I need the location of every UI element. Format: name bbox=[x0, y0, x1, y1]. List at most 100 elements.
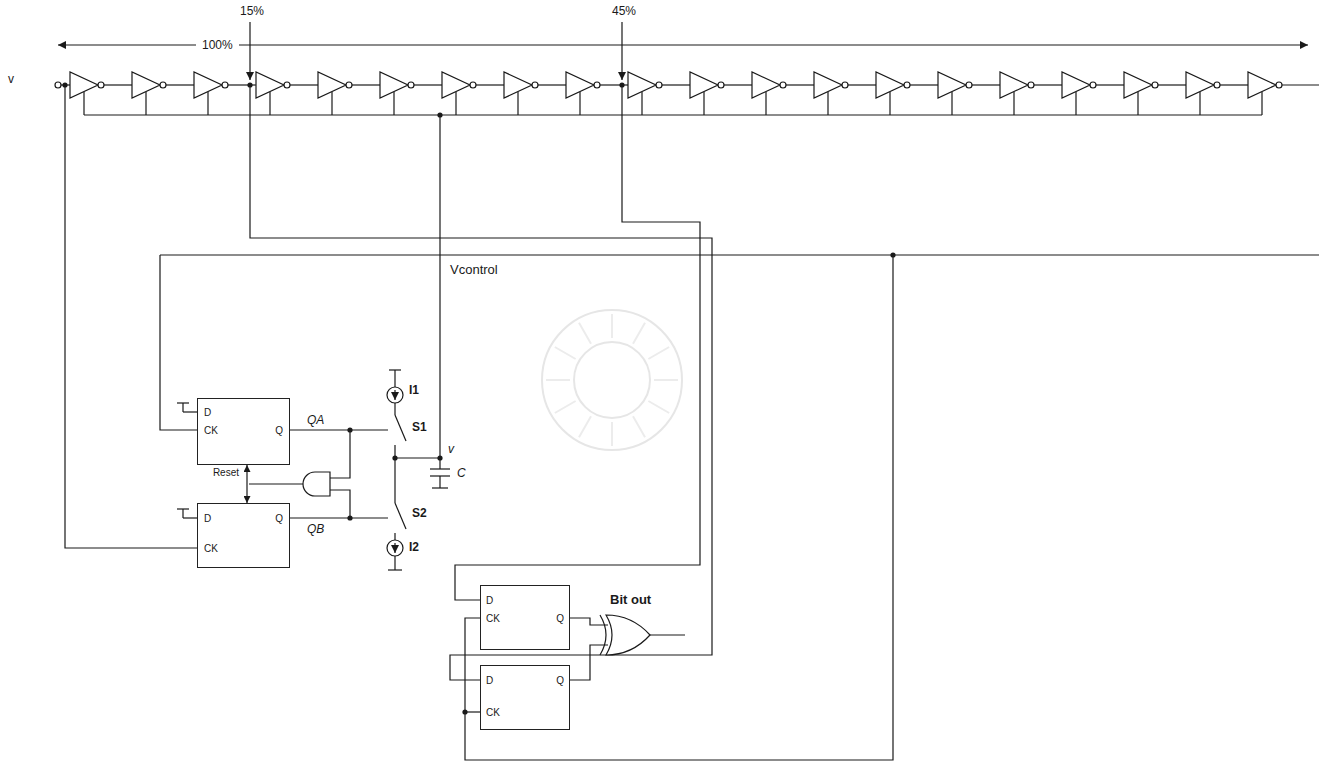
watermark bbox=[555, 347, 576, 359]
control-tick bbox=[1199, 92, 1200, 115]
signal-label: QB bbox=[305, 522, 326, 536]
signal-label: 15% bbox=[238, 4, 266, 18]
control-tick bbox=[951, 92, 952, 115]
current-arrow bbox=[394, 390, 395, 400]
inverter-bubble bbox=[1276, 82, 1282, 88]
control-tick bbox=[393, 92, 394, 115]
current-arrow bbox=[394, 543, 395, 553]
pin-label: D bbox=[486, 595, 493, 607]
pin-label: Q bbox=[275, 513, 283, 525]
wire bbox=[724, 84, 752, 85]
watermark bbox=[648, 401, 669, 413]
signal-label: 100% bbox=[196, 38, 239, 52]
inverter-bubble bbox=[1028, 82, 1034, 88]
input-terminal bbox=[55, 82, 61, 88]
xor-gate bbox=[606, 615, 650, 655]
tie-high bbox=[182, 509, 183, 518]
capacitor-plate bbox=[430, 468, 450, 469]
wire bbox=[160, 254, 1319, 255]
control-tick bbox=[83, 92, 84, 115]
wire bbox=[394, 533, 395, 540]
wire bbox=[160, 255, 197, 430]
wire bbox=[476, 84, 504, 85]
wire bbox=[249, 483, 303, 484]
control-tick bbox=[889, 92, 890, 115]
control-tick bbox=[765, 92, 766, 115]
control-tick bbox=[1137, 92, 1138, 115]
watermark bbox=[648, 347, 669, 359]
inverter-bubble bbox=[98, 82, 104, 88]
and-gate bbox=[303, 472, 330, 496]
wire bbox=[439, 476, 440, 488]
watermark bbox=[633, 323, 645, 344]
inverter-bubble bbox=[532, 82, 538, 88]
wire bbox=[104, 84, 132, 85]
junction-dot bbox=[62, 82, 67, 87]
watermark bbox=[633, 416, 645, 437]
junction-dot bbox=[462, 709, 467, 714]
control-tick bbox=[579, 92, 580, 115]
wire bbox=[1282, 84, 1319, 85]
inverter-bubble bbox=[284, 82, 290, 88]
flip-flop-box: D Q CK bbox=[480, 665, 570, 730]
wire bbox=[538, 84, 566, 85]
watermark bbox=[579, 323, 591, 344]
inverter-bubble bbox=[904, 82, 910, 88]
inverter-bubble bbox=[966, 82, 972, 88]
wire bbox=[250, 85, 712, 680]
tap-arrow bbox=[621, 22, 622, 80]
watermark bbox=[555, 401, 576, 413]
wire bbox=[465, 255, 893, 760]
control-tick bbox=[269, 92, 270, 115]
vcontrol-wire bbox=[439, 115, 440, 458]
junction-dot bbox=[890, 252, 895, 257]
inverter-bubble bbox=[842, 82, 848, 88]
watermark bbox=[579, 416, 591, 437]
reset-connector bbox=[246, 465, 247, 503]
pin-label: D bbox=[486, 675, 493, 687]
control-tick bbox=[331, 92, 332, 115]
wire bbox=[330, 490, 350, 518]
wire bbox=[166, 84, 194, 85]
pin-label: Q bbox=[556, 613, 564, 625]
watermark bbox=[546, 379, 570, 381]
wire bbox=[439, 458, 440, 469]
flip-flop-box: D CK Q bbox=[480, 585, 570, 650]
wire bbox=[848, 84, 876, 85]
wire bbox=[1096, 84, 1124, 85]
pin-label: D bbox=[204, 513, 211, 525]
signal-label: QA bbox=[305, 413, 326, 427]
control-tick bbox=[455, 92, 456, 115]
signal-label: S1 bbox=[410, 420, 429, 434]
switch-blade bbox=[395, 415, 406, 441]
control-tick bbox=[1075, 92, 1076, 115]
inverter-bubble bbox=[1152, 82, 1158, 88]
switch-blade bbox=[395, 503, 406, 529]
inverter-bubble bbox=[408, 82, 414, 88]
inverter-bubble bbox=[718, 82, 724, 88]
inverter-bubble bbox=[160, 82, 166, 88]
signal-label: S2 bbox=[410, 506, 429, 520]
inverter-bubble bbox=[780, 82, 786, 88]
xor-gate bbox=[600, 615, 606, 655]
tie-high bbox=[183, 411, 197, 412]
tie-high bbox=[177, 402, 189, 403]
junction-dot bbox=[347, 427, 352, 432]
wire bbox=[414, 84, 442, 85]
inverter-bubble bbox=[1090, 82, 1096, 88]
pin-label: CK bbox=[486, 707, 500, 719]
wire bbox=[1158, 84, 1186, 85]
watermark bbox=[654, 379, 678, 381]
inverter-bubble bbox=[222, 82, 228, 88]
wire bbox=[394, 403, 395, 415]
wire bbox=[1034, 84, 1062, 85]
pin-label: Q bbox=[556, 675, 564, 687]
wire bbox=[290, 517, 388, 518]
wire bbox=[394, 458, 395, 503]
pin-label: CK bbox=[486, 613, 500, 625]
wire bbox=[395, 445, 440, 458]
dimension-arrow bbox=[58, 44, 1308, 45]
flip-flop-box: DCKQ bbox=[197, 398, 290, 465]
